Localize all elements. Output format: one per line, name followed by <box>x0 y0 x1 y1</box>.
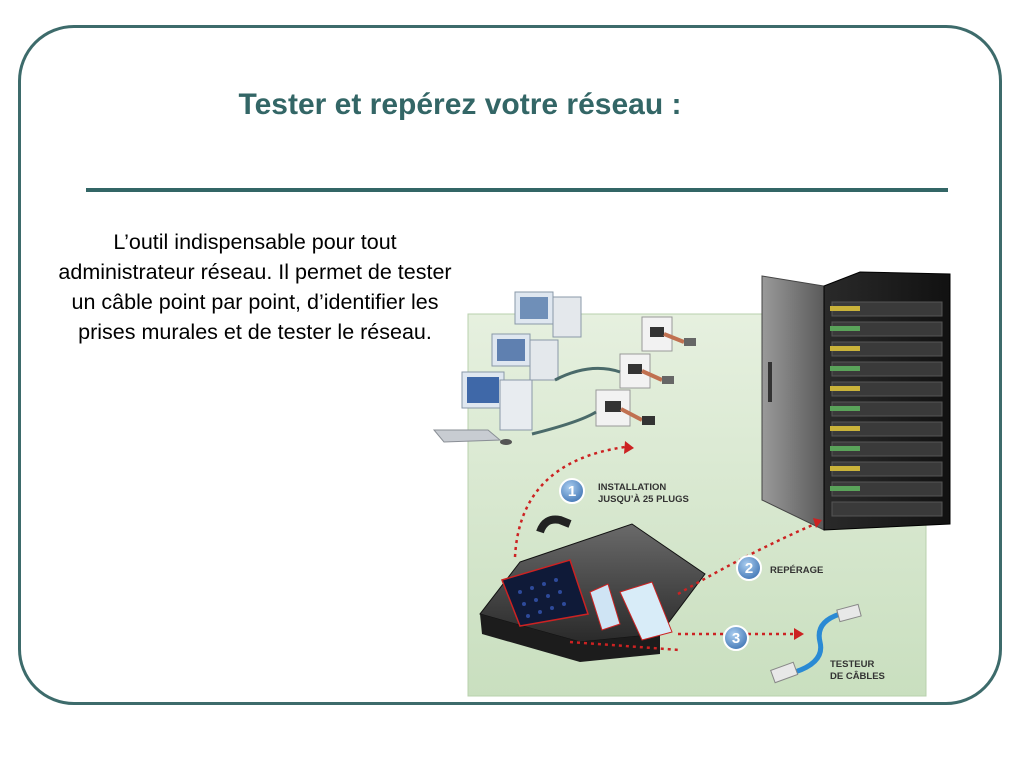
slide-title: Tester et repérez votre réseau : <box>238 88 682 121</box>
network-cable-icon <box>770 603 862 684</box>
body-line-3: un câble point par point, d’identifier l… <box>71 290 439 314</box>
network-tester-illustration: 1 INSTALLATION JUSQU’À 25 PLUGS 2 REPÉRA… <box>432 271 951 697</box>
step-2-number: 2 <box>745 560 753 577</box>
step-3-label-line1: TESTEUR <box>830 659 874 670</box>
step-3-label-line2: DE CÂBLES <box>830 670 885 682</box>
step-2-badge: 2 <box>736 555 762 581</box>
title-divider <box>86 188 948 192</box>
body-line-1: L’outil indispensable pour tout <box>113 230 397 254</box>
body-line-2: administrateur réseau. Il permet de test… <box>58 260 452 284</box>
step-1-label-line2: JUSQU’À 25 PLUGS <box>598 494 689 505</box>
slide-frame <box>18 25 1002 705</box>
tester-case-icon <box>479 515 706 662</box>
step-1-label-line1: INSTALLATION <box>598 482 666 493</box>
step-2-label-line1: REPÉRAGE <box>770 565 823 576</box>
computer-icon <box>432 291 582 445</box>
body-line-4: prises murales et de tester le réseau. <box>78 320 432 344</box>
step-1-badge: 1 <box>559 478 585 504</box>
wall-socket-icon <box>531 316 696 436</box>
server-rack-icon <box>761 271 951 531</box>
step-3-number: 3 <box>732 630 740 647</box>
slide-body-text: L’outil indispensable pour tout administ… <box>14 227 496 347</box>
step-1-number: 1 <box>568 483 576 500</box>
step-3-badge: 3 <box>723 625 749 651</box>
